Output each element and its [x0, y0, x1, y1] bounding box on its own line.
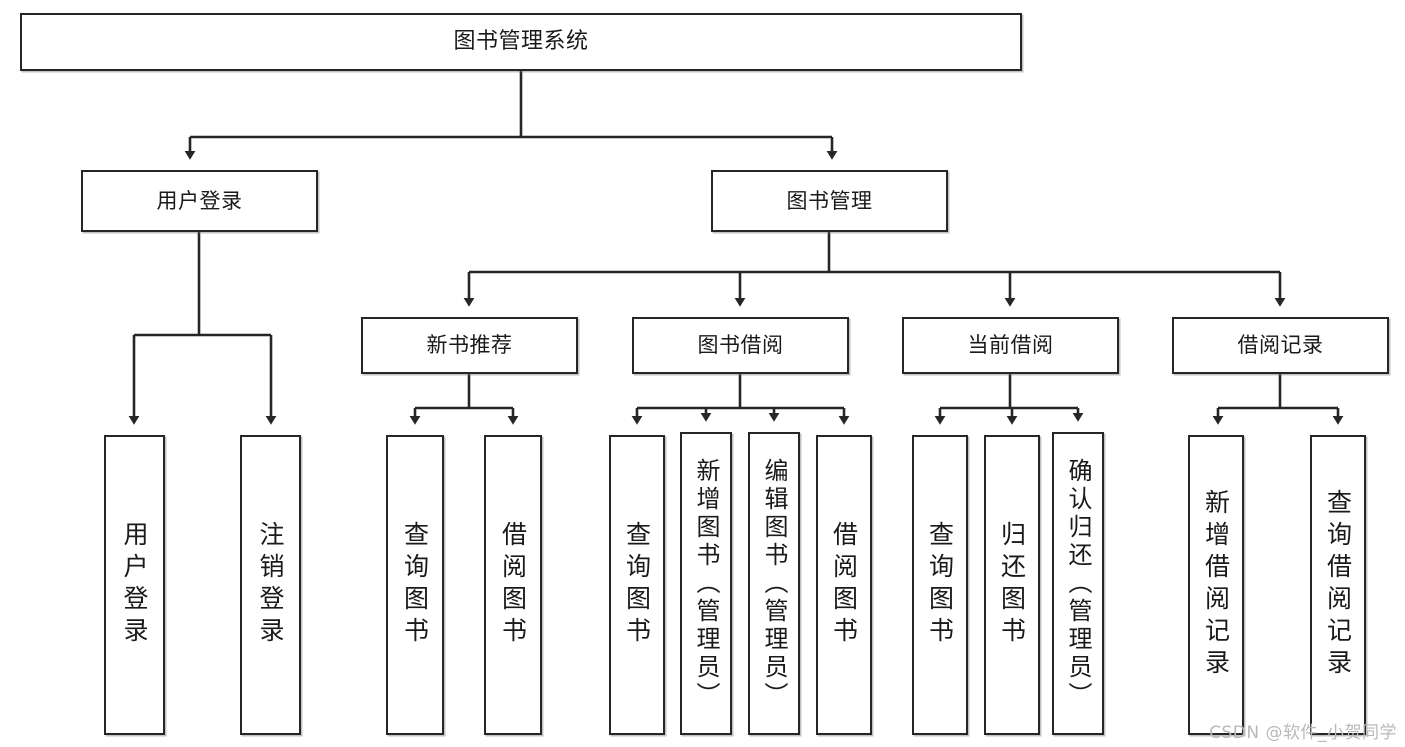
node-label: 确认归还（管理员） — [1064, 457, 1092, 710]
node-label: 借阅图书 — [829, 521, 859, 649]
node-borrow-record[interactable]: 借阅记录 — [1172, 317, 1389, 374]
leaf-confirm-return-admin[interactable]: 确认归还（管理员） — [1052, 432, 1104, 735]
node-label: 查询借阅记录 — [1323, 489, 1353, 681]
leaf-add-borrow-record[interactable]: 新增借阅记录 — [1188, 435, 1244, 735]
node-label: 查询图书 — [622, 521, 652, 649]
node-root-system[interactable]: 图书管理系统 — [20, 13, 1022, 71]
node-label: 借阅记录 — [1237, 333, 1324, 358]
node-user-login[interactable]: 用户登录 — [81, 170, 318, 232]
node-label: 用户登录 — [120, 521, 149, 649]
leaf-add-book-admin[interactable]: 新增图书（管理员） — [680, 432, 732, 735]
leaf-logout[interactable]: 注销登录 — [240, 435, 301, 735]
leaf-query-book-recommend[interactable]: 查询图书 — [386, 435, 444, 735]
node-book-management[interactable]: 图书管理 — [711, 170, 948, 232]
leaf-query-borrow-record[interactable]: 查询借阅记录 — [1310, 435, 1366, 735]
leaf-query-book-current[interactable]: 查询图书 — [912, 435, 968, 735]
node-new-book-recommend[interactable]: 新书推荐 — [361, 317, 578, 374]
node-label: 查询图书 — [925, 521, 955, 649]
node-label: 图书管理 — [786, 188, 873, 213]
csdn-watermark: CSDN @软件_小贺同学 — [1209, 723, 1397, 743]
node-label: 注销登录 — [256, 521, 285, 649]
leaf-query-book-borrow[interactable]: 查询图书 — [609, 435, 665, 735]
node-label: 新书推荐 — [426, 333, 513, 358]
node-label: 用户登录 — [156, 188, 243, 213]
node-label: 编辑图书（管理员） — [760, 457, 788, 710]
node-label: 当前借阅 — [967, 333, 1054, 358]
leaf-borrow-book-recommend[interactable]: 借阅图书 — [484, 435, 542, 735]
node-label: 图书管理系统 — [453, 29, 589, 55]
leaf-return-book[interactable]: 归还图书 — [984, 435, 1040, 735]
node-label: 新增借阅记录 — [1201, 489, 1231, 681]
leaf-borrow-book[interactable]: 借阅图书 — [816, 435, 872, 735]
node-current-borrow[interactable]: 当前借阅 — [902, 317, 1119, 374]
leaf-edit-book-admin[interactable]: 编辑图书（管理员） — [748, 432, 800, 735]
node-label: 新增图书（管理员） — [692, 457, 720, 710]
leaf-user-login[interactable]: 用户登录 — [104, 435, 165, 735]
node-label: 图书借阅 — [697, 333, 784, 358]
node-label: 查询图书 — [400, 521, 430, 649]
node-book-borrow[interactable]: 图书借阅 — [632, 317, 849, 374]
node-label: 借阅图书 — [498, 521, 528, 649]
node-label: 归还图书 — [997, 521, 1027, 649]
